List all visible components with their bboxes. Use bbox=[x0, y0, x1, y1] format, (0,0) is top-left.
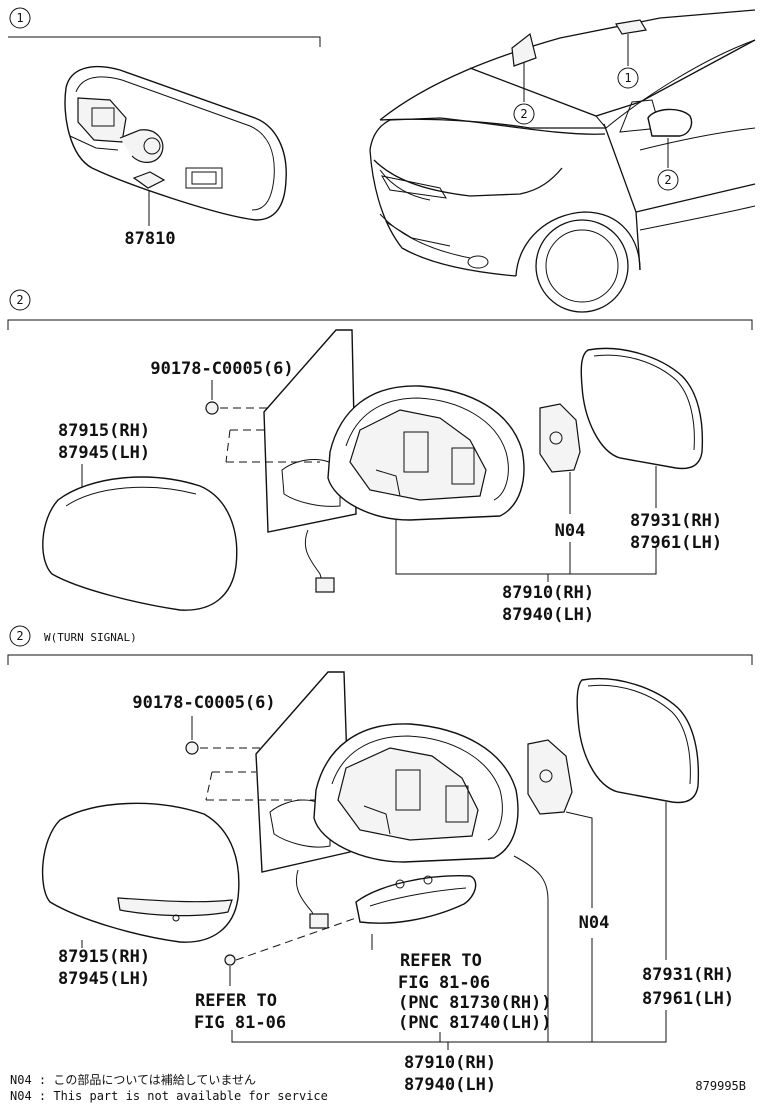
label-87915-rh-2: 87915(RH) bbox=[58, 947, 150, 967]
overview-callouts: 1 2 2 bbox=[513, 34, 679, 191]
turn-signal-lamp-drawing bbox=[235, 875, 477, 961]
mirror-housing-2-drawing bbox=[313, 723, 519, 863]
svg-text:2: 2 bbox=[520, 107, 527, 121]
svg-text:2: 2 bbox=[16, 629, 23, 643]
label-87940-lh-1: 87940(LH) bbox=[502, 605, 594, 625]
svg-text:1: 1 bbox=[16, 11, 23, 25]
footnote-en: N04 : This part is not available for ser… bbox=[10, 1089, 328, 1103]
mirror-cover-1-drawing bbox=[42, 476, 238, 611]
figure-id: 879995B bbox=[695, 1079, 746, 1093]
label-n04-2: N04 bbox=[579, 913, 610, 933]
label-87961-lh-1: 87961(LH) bbox=[630, 533, 722, 553]
label-n04-1: N04 bbox=[555, 521, 586, 541]
section-1-bracket bbox=[8, 36, 321, 47]
section-3-marker: 2 W(TURN SIGNAL) bbox=[9, 625, 137, 647]
label-refer-b-1: REFER TO bbox=[400, 951, 482, 971]
label-87931-rh-1: 87931(RH) bbox=[630, 511, 722, 531]
label-87910-rh-1: 87910(RH) bbox=[502, 583, 594, 603]
mirror-glass-1-drawing bbox=[580, 347, 704, 508]
svg-text:2: 2 bbox=[664, 173, 671, 187]
label-bolt-1: 90178-C0005(6) bbox=[150, 359, 293, 379]
section-3-bracket bbox=[7, 654, 753, 665]
label-87961-lh-2: 87961(LH) bbox=[642, 989, 734, 1009]
section-1-marker: 1 bbox=[9, 7, 31, 29]
mirror-cover-2-drawing bbox=[41, 802, 240, 943]
label-bolt-2: 90178-C0005(6) bbox=[132, 693, 275, 713]
label-refer-b-3: (PNC 81730(RH)) bbox=[398, 993, 552, 1013]
label-refer-a-2: FIG 81-06 bbox=[194, 1013, 286, 1033]
label-87931-rh-2: 87931(RH) bbox=[642, 965, 734, 985]
actuator-1-drawing bbox=[539, 403, 581, 514]
section-2-marker: 2 bbox=[9, 289, 31, 311]
label-refer-b-4: (PNC 81740(LH)) bbox=[398, 1013, 552, 1033]
screw-drawing bbox=[224, 954, 236, 986]
actuator-2-drawing bbox=[527, 739, 593, 908]
section-2-bracket bbox=[7, 319, 753, 330]
svg-text:W(TURN SIGNAL): W(TURN SIGNAL) bbox=[44, 631, 137, 644]
label-87810: 87810 bbox=[124, 229, 175, 249]
mirror-housing-1-drawing bbox=[327, 385, 525, 521]
label-87945-lh-1: 87945(LH) bbox=[58, 443, 150, 463]
assy-1-leader bbox=[395, 520, 657, 575]
label-refer-b-2: FIG 81-06 bbox=[398, 973, 490, 993]
bolt-2-drawing bbox=[185, 716, 304, 755]
label-87915-rh-1: 87915(RH) bbox=[58, 421, 150, 441]
label-87910-rh-2: 87910(RH) bbox=[404, 1053, 496, 1073]
assy-2-leader bbox=[231, 1010, 667, 1043]
svg-text:1: 1 bbox=[624, 71, 631, 85]
label-refer-a-1: REFER TO bbox=[195, 991, 277, 1011]
car-overview-drawing bbox=[369, 9, 756, 313]
mirror-glass-2-drawing bbox=[576, 677, 700, 960]
svg-text:2: 2 bbox=[16, 293, 23, 307]
label-87940-lh-2: 87940(LH) bbox=[404, 1075, 496, 1095]
label-87945-lh-2: 87945(LH) bbox=[58, 969, 150, 989]
inner-mirror-drawing bbox=[64, 65, 287, 226]
footnote-jp: N04 : この部品については補給していません bbox=[10, 1072, 256, 1087]
